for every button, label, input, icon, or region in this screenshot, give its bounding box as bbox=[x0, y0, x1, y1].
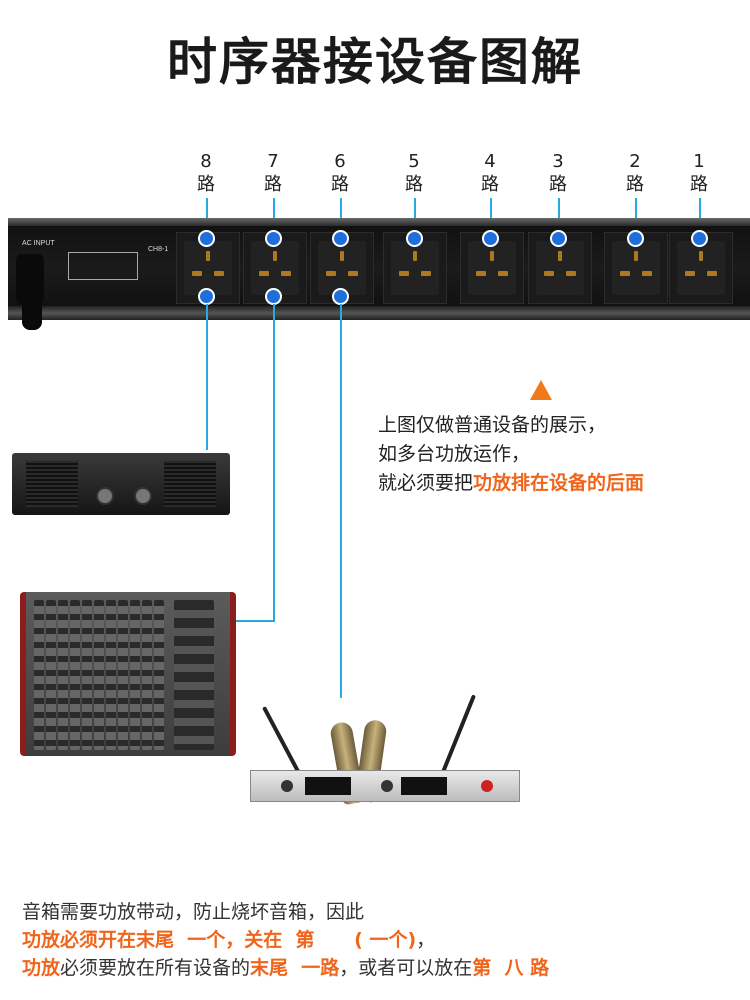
ac-input-label: AC INPUT bbox=[22, 240, 55, 247]
bottom-line-1: 音箱需要功放带动，防止烧坏音箱，因此 bbox=[22, 901, 365, 923]
power-cord-tail bbox=[22, 300, 42, 330]
receiver-connection-line bbox=[340, 304, 342, 698]
amp-knob-icon bbox=[96, 487, 114, 505]
triangle-icon bbox=[530, 380, 552, 400]
mixer-connection-line bbox=[273, 304, 275, 622]
output-dot-7 bbox=[265, 288, 282, 305]
device-note: 上图仅做普通设备的展示， 如多台功放运作， 就必须要把功放排在设备的后面 bbox=[378, 411, 644, 498]
power-cord-icon bbox=[16, 254, 44, 304]
antenna-icon bbox=[440, 694, 476, 776]
note-line-1: 上图仅做普通设备的展示， bbox=[378, 414, 607, 436]
amp-grill bbox=[26, 461, 78, 507]
power-amplifier-image bbox=[12, 453, 230, 515]
channel-dot-6 bbox=[332, 230, 349, 247]
audio-mixer-image bbox=[20, 592, 236, 756]
receiver-screen bbox=[401, 777, 447, 795]
rack-top-edge bbox=[8, 218, 750, 226]
amp-knob-icon bbox=[134, 487, 152, 505]
channel-dot-4 bbox=[482, 230, 499, 247]
amp-connection-line bbox=[206, 304, 208, 450]
page-title: 时序器接设备图解 bbox=[167, 33, 583, 91]
power-indicator-icon bbox=[481, 780, 493, 792]
receiver-knob-icon bbox=[281, 780, 293, 792]
mixer-connection-line-horizontal bbox=[232, 620, 275, 622]
socket-1 bbox=[669, 232, 733, 304]
channel-dot-1 bbox=[691, 230, 708, 247]
channel-dot-3 bbox=[550, 230, 567, 247]
amp-grill bbox=[164, 461, 216, 507]
channel-dot-7 bbox=[265, 230, 282, 247]
socket-8 bbox=[176, 232, 240, 304]
rack-bottom-edge bbox=[8, 306, 750, 320]
bottom-line-3: 功放必须要放在所有设备的末尾 一路，或者可以放在第 八 路 bbox=[22, 957, 550, 979]
bottom-explanation: 音箱需要功放带动，防止烧坏音箱，因此 功放必须开在末尾 一个，关在 第 ( 一个… bbox=[22, 898, 549, 982]
output-dot-6 bbox=[332, 288, 349, 305]
channel-dot-5 bbox=[406, 230, 423, 247]
channel-dot-2 bbox=[627, 230, 644, 247]
bottom-line-2: 功放必须开在末尾 一个，关在 第 ( 一个)， bbox=[22, 929, 436, 951]
note-highlight: 功放排在设备的后面 bbox=[473, 472, 645, 494]
channel-dot-8 bbox=[198, 230, 215, 247]
receiver-knob-icon bbox=[381, 780, 393, 792]
note-line-2: 如多台功放运作， bbox=[378, 443, 531, 465]
caution-label-icon bbox=[68, 252, 138, 280]
model-label: CH8-1 bbox=[148, 246, 169, 253]
socket-7 bbox=[243, 232, 307, 304]
output-dot-8 bbox=[198, 288, 215, 305]
receiver-screen bbox=[305, 777, 351, 795]
socket-5 bbox=[383, 232, 447, 304]
wireless-receiver-image bbox=[250, 770, 520, 802]
note-line-3: 就必须要把功放排在设备的后面 bbox=[378, 472, 645, 494]
